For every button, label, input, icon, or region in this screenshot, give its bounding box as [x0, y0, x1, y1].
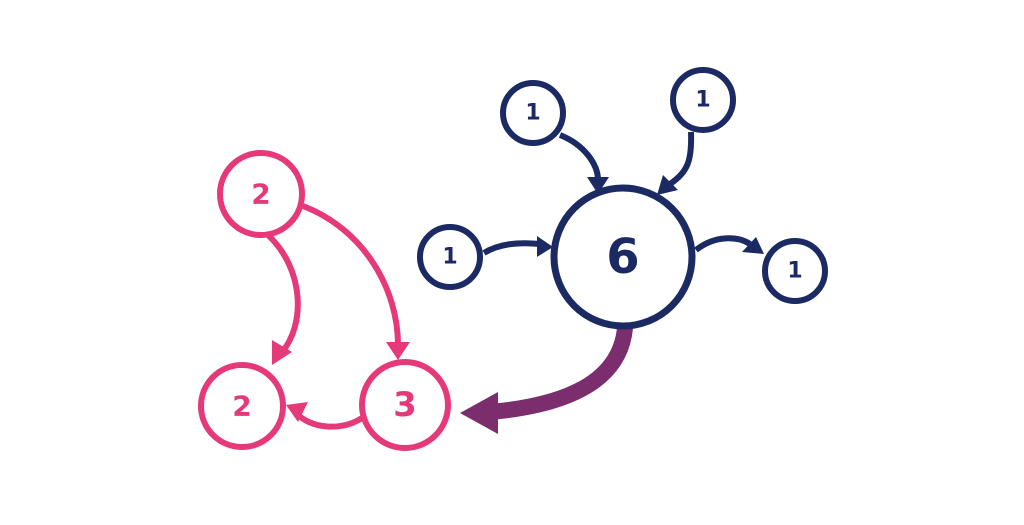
- node-label: 1: [695, 88, 710, 113]
- node-pink-top: 2: [217, 150, 305, 238]
- edge-navy-left-to-center: [482, 240, 541, 256]
- edge-navy-center-to-right: [694, 235, 752, 253]
- edge-navy-top-left-to-center: [558, 132, 601, 181]
- node-label: 2: [232, 390, 251, 423]
- edge-pink-top-to-three: [301, 203, 401, 346]
- edge-pink-three-to-bottom-left: [293, 410, 364, 430]
- arrowhead-icon: [386, 342, 410, 360]
- edge-navy-top-right-to-center: [668, 131, 695, 187]
- node-navy-top-left: 1: [500, 80, 566, 146]
- node-label: 1: [787, 259, 802, 284]
- node-pink-bottom-left: 2: [198, 362, 286, 450]
- node-label: 3: [393, 385, 417, 425]
- node-navy-center: 6: [550, 184, 696, 330]
- arrowhead-icon: [742, 237, 764, 254]
- node-pink-three: 3: [359, 359, 451, 451]
- arrowhead-icon: [657, 175, 678, 195]
- node-label: 2: [251, 178, 270, 211]
- node-label: 6: [606, 229, 639, 285]
- node-navy-top-right: 1: [670, 67, 736, 133]
- arrowhead-icon: [460, 392, 498, 434]
- arrowhead-icon: [587, 177, 609, 194]
- arrowhead-icon: [286, 402, 308, 422]
- arrowhead-icon: [272, 340, 292, 365]
- node-navy-left: 1: [417, 224, 483, 290]
- node-label: 1: [525, 101, 540, 126]
- edge-purple-center-to-three: [489, 326, 633, 420]
- node-navy-right: 1: [762, 238, 828, 304]
- edge-pink-top-to-bottom-left: [265, 232, 301, 354]
- node-label: 1: [442, 245, 457, 270]
- arrowhead-icon: [537, 236, 553, 257]
